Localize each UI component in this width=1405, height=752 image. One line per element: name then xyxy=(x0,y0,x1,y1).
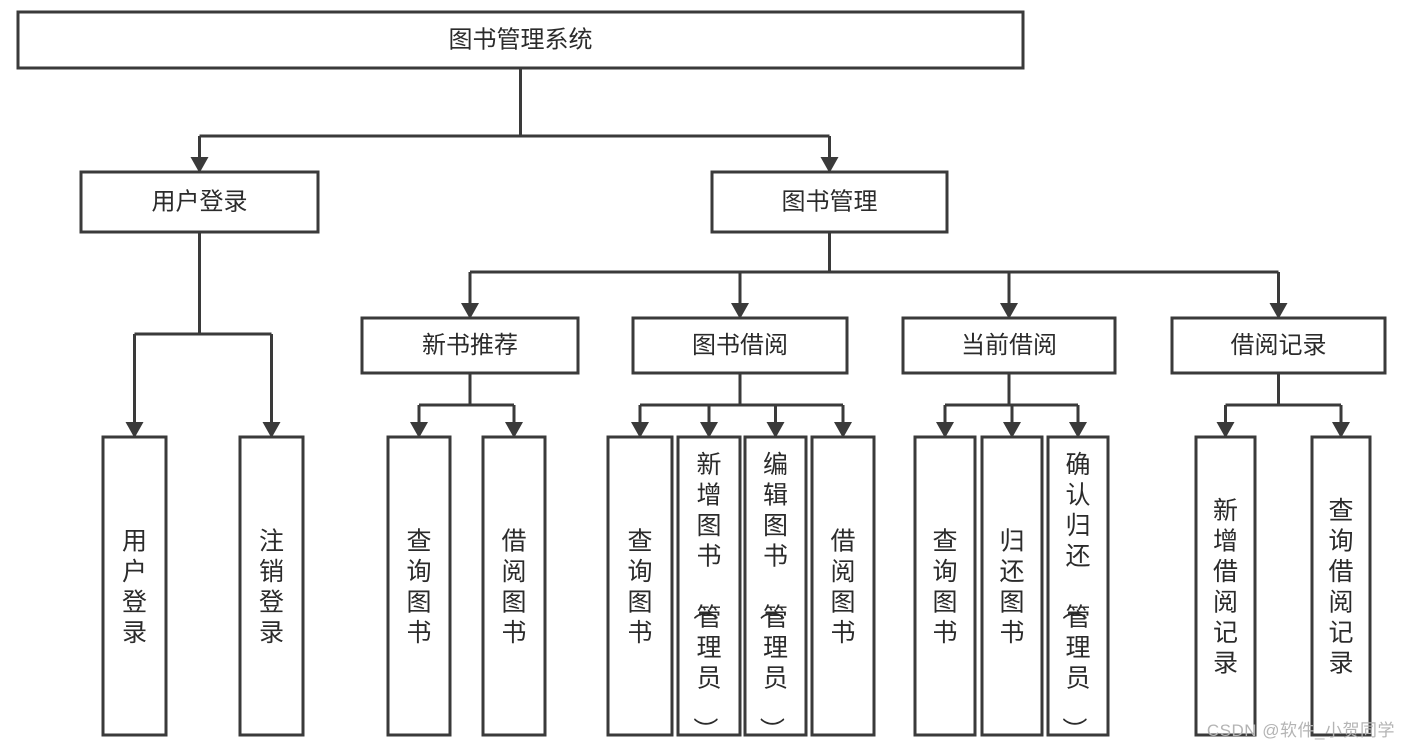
node-leaf-borrow-book-2[interactable]: 借阅图书 xyxy=(810,435,876,737)
node-book-manage[interactable]: 图书管理 xyxy=(710,170,949,234)
arrow-head-leaf-return-book xyxy=(1003,422,1021,438)
node-box-leaf-query-record xyxy=(1310,435,1372,737)
node-label-new-book-recommend: 新书推荐 xyxy=(422,332,518,359)
node-box-root xyxy=(16,10,1025,70)
node-label-leaf-borrow-book-1: 借阅图书 xyxy=(501,527,526,647)
node-box-leaf-add-record xyxy=(1194,435,1257,737)
node-box-leaf-return-book xyxy=(980,435,1044,737)
node-label-book-manage: 图书管理 xyxy=(782,188,878,215)
arrow-head-leaf-add-book xyxy=(700,422,718,438)
node-label-leaf-user-login: 用户登录 xyxy=(122,527,147,647)
node-leaf-query-book-2[interactable]: 查询图书 xyxy=(606,435,674,737)
node-box-leaf-query-book-1 xyxy=(386,435,452,737)
node-label-book-borrow: 图书借阅 xyxy=(692,332,788,359)
node-root[interactable]: 图书管理系统 xyxy=(16,10,1025,70)
node-leaf-query-book-1[interactable]: 查询图书 xyxy=(386,435,452,737)
nodes-layer: 图书管理系统用户登录图书管理新书推荐图书借阅当前借阅借阅记录用户登录注销登录查询… xyxy=(16,10,1387,742)
node-book-borrow[interactable]: 图书借阅 xyxy=(631,316,849,375)
node-label-leaf-query-book-2: 查询图书 xyxy=(627,527,652,647)
node-user-login[interactable]: 用户登录 xyxy=(79,170,320,234)
connector-lines-layer xyxy=(125,68,1350,438)
node-leaf-edit-book[interactable]: 编辑图书（管理员） xyxy=(743,435,808,742)
node-label-leaf-query-record: 查询借阅记录 xyxy=(1328,497,1353,678)
arrow-head-borrow-record xyxy=(1269,303,1288,319)
node-leaf-confirm-return[interactable]: 确认归还（管理员） xyxy=(1046,435,1110,742)
node-label-leaf-add-record: 新增借阅记录 xyxy=(1213,497,1238,678)
node-leaf-add-record[interactable]: 新增借阅记录 xyxy=(1194,435,1257,737)
arrow-head-leaf-borrow-book-1 xyxy=(505,422,523,438)
node-label-leaf-edit-book: 编辑图书（管理员） xyxy=(757,451,788,742)
arrow-head-user-login xyxy=(190,157,209,173)
node-box-leaf-borrow-book-1 xyxy=(481,435,547,737)
node-label-leaf-query-book-3: 查询图书 xyxy=(932,527,957,647)
node-leaf-return-book[interactable]: 归还图书 xyxy=(980,435,1044,737)
node-current-borrow[interactable]: 当前借阅 xyxy=(901,316,1117,375)
node-label-leaf-add-book: 新增图书（管理员） xyxy=(690,451,721,742)
node-leaf-add-book[interactable]: 新增图书（管理员） xyxy=(676,435,742,742)
arrow-head-leaf-confirm-return xyxy=(1069,422,1087,438)
node-box-borrow-record xyxy=(1170,316,1387,375)
node-label-leaf-query-book-1: 查询图书 xyxy=(406,527,431,647)
node-leaf-user-login[interactable]: 用户登录 xyxy=(101,435,168,737)
arrow-head-leaf-user-login xyxy=(125,422,144,438)
arrow-head-leaf-user-logout xyxy=(262,422,281,438)
node-label-leaf-user-logout: 注销登录 xyxy=(259,527,284,647)
node-box-leaf-confirm-return xyxy=(1046,435,1110,737)
node-label-leaf-return-book: 归还图书 xyxy=(999,527,1024,647)
watermark-label: CSDN @软件_小贺同学 xyxy=(1206,721,1395,740)
node-label-root: 图书管理系统 xyxy=(449,26,593,53)
arrow-head-leaf-add-record xyxy=(1216,422,1235,438)
arrow-head-book-borrow xyxy=(731,303,749,319)
node-box-user-login xyxy=(79,170,320,234)
node-box-leaf-borrow-book-2 xyxy=(810,435,876,737)
arrow-head-leaf-query-book-1 xyxy=(410,422,428,438)
node-borrow-record[interactable]: 借阅记录 xyxy=(1170,316,1387,375)
node-box-leaf-user-logout xyxy=(238,435,305,737)
node-label-user-login: 用户登录 xyxy=(152,188,248,215)
node-box-leaf-query-book-3 xyxy=(913,435,977,737)
node-box-new-book-recommend xyxy=(360,316,580,375)
node-box-leaf-add-book xyxy=(676,435,742,737)
node-leaf-borrow-book-1[interactable]: 借阅图书 xyxy=(481,435,547,737)
node-label-leaf-borrow-book-2: 借阅图书 xyxy=(830,527,855,647)
node-box-leaf-user-login xyxy=(101,435,168,737)
node-box-book-manage xyxy=(710,170,949,234)
node-new-book-recommend[interactable]: 新书推荐 xyxy=(360,316,580,375)
node-box-leaf-query-book-2 xyxy=(606,435,674,737)
node-box-leaf-edit-book xyxy=(743,435,808,737)
node-leaf-user-logout[interactable]: 注销登录 xyxy=(238,435,305,737)
node-box-current-borrow xyxy=(901,316,1117,375)
arrow-head-leaf-query-book-3 xyxy=(936,422,954,438)
arrow-head-new-book-recommend xyxy=(461,303,479,319)
node-leaf-query-record[interactable]: 查询借阅记录 xyxy=(1310,435,1372,737)
node-label-current-borrow: 当前借阅 xyxy=(961,332,1057,359)
arrow-head-current-borrow xyxy=(1000,303,1018,319)
node-box-book-borrow xyxy=(631,316,849,375)
arrow-head-book-manage xyxy=(820,157,839,173)
arrow-head-leaf-query-book-2 xyxy=(631,422,649,438)
node-label-leaf-confirm-return: 确认归还（管理员） xyxy=(1059,451,1090,742)
arrow-head-leaf-borrow-book-2 xyxy=(834,422,852,438)
node-leaf-query-book-3[interactable]: 查询图书 xyxy=(913,435,977,737)
arrow-head-leaf-query-record xyxy=(1332,422,1350,438)
arrow-head-leaf-edit-book xyxy=(766,422,785,438)
node-label-borrow-record: 借阅记录 xyxy=(1231,332,1327,359)
